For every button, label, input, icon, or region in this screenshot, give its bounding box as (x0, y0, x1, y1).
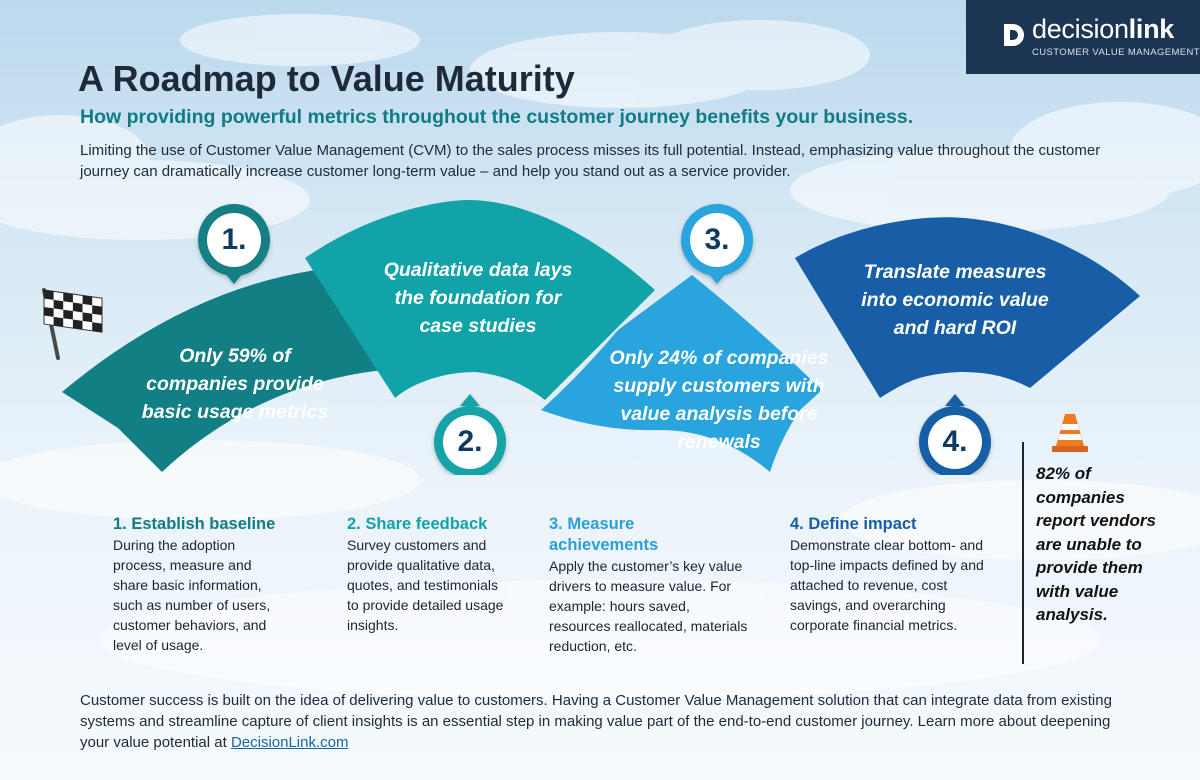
pin-number-4: 4. (942, 425, 968, 458)
pin-2 (434, 394, 506, 475)
wave-text-1: Only 59% of companies provide basic usag… (141, 345, 329, 423)
pin-number-1: 1. (221, 223, 247, 256)
step-4-heading: 4. Define impact (790, 515, 917, 533)
wave-text-2: Qualitative data lays the foundation for… (383, 259, 573, 337)
callout-stat: 82% of companies report vendors are unab… (1036, 464, 1156, 624)
pin-number-3: 3. (704, 223, 730, 256)
footer-paragraph: Customer success is built on the idea of… (80, 690, 1140, 753)
decisionlink-logo[interactable]: decisionlink CUSTOMER VALUE MANAGEMENT (966, 0, 1200, 74)
wave-segment-2 (305, 200, 655, 400)
pin-1 (198, 204, 270, 284)
step-3-body: Apply the customer’s key value drivers t… (549, 558, 748, 654)
step-3: 3. Measure achievements Apply the custom… (549, 514, 747, 656)
step-2: 2. Share feedback Survey customers and p… (347, 514, 537, 635)
footer-text: Customer success is built on the idea of… (80, 692, 1112, 751)
wave-segment-4 (795, 217, 1140, 398)
intro-paragraph: Limiting the use of Customer Value Manag… (80, 142, 1101, 180)
step-1-body: During the adoption process, measure and… (113, 537, 271, 653)
logo-wordmark: decisionlink (1032, 14, 1174, 45)
page-title: A Roadmap to Value Maturity (78, 58, 575, 99)
wave-segment-3 (541, 275, 822, 472)
step-4: 4. Define impact Demonstrate clear botto… (790, 514, 984, 635)
step-1: 1. Establish baseline During the adoptio… (113, 514, 303, 655)
step-2-body: Survey customers and provide qualitative… (347, 537, 504, 633)
callout-divider (1022, 442, 1024, 664)
pin-4 (919, 394, 991, 475)
decisionlink-website-link[interactable]: DecisionLink.com (230, 734, 349, 751)
checkered-flag-icon (42, 288, 103, 360)
pin-number-2: 2. (457, 425, 483, 458)
wave-text-3: Only 24% of companies supply customers w… (609, 347, 829, 453)
decisionlink-d-logo-icon (1004, 24, 1024, 46)
step-1-heading: 1. Establish baseline (113, 515, 276, 533)
value-maturity-wave (62, 200, 1140, 475)
step-4-body: Demonstrate clear bottom- and top-line i… (790, 537, 984, 633)
pin-3 (681, 204, 753, 284)
logo-name-bold: link (1128, 14, 1175, 44)
step-3-heading: 3. Measure achievements (549, 515, 659, 554)
logo-name-light: decision (1032, 14, 1129, 44)
wave-segment-1 (62, 265, 425, 472)
logo-tagline: CUSTOMER VALUE MANAGEMENT (1032, 47, 1200, 58)
traffic-cone-icon (1052, 414, 1088, 452)
wave-text-4: Translate measures into economic value a… (861, 261, 1049, 339)
page-subtitle: How providing powerful metrics throughou… (80, 106, 914, 128)
step-2-heading: 2. Share feedback (347, 515, 488, 533)
